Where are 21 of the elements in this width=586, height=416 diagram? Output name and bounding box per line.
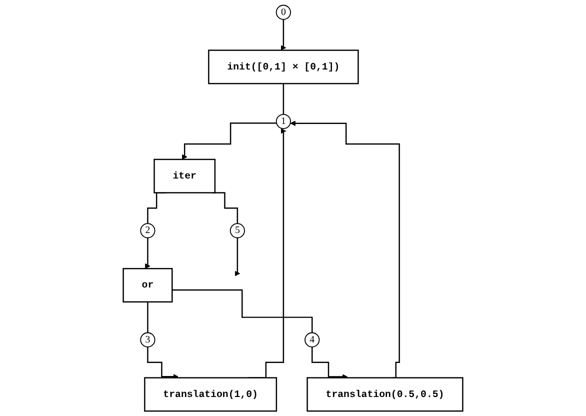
node-circle: 2 [140,223,156,238]
connector [282,82,284,116]
arrow [280,18,286,50]
arrow [312,346,348,380]
node-box: init([0,1] × [0,1]) [208,50,359,84]
node-circle: 5 [230,223,245,238]
node-box: or [122,268,173,303]
arrow [147,346,178,380]
node-circle: 1 [276,114,291,130]
arrow [182,122,277,160]
node-box: translation(1,0) [144,377,278,412]
node-circle: 3 [140,332,156,348]
node-circle: 0 [276,4,291,20]
node-box: iter [154,158,216,194]
arrow [290,120,400,378]
connector [172,289,313,334]
connector [147,301,148,334]
arrow [234,237,240,276]
arrow [145,237,150,269]
node-circle: 4 [304,332,320,348]
node-box: translation(0.5,0.5) [306,377,464,412]
